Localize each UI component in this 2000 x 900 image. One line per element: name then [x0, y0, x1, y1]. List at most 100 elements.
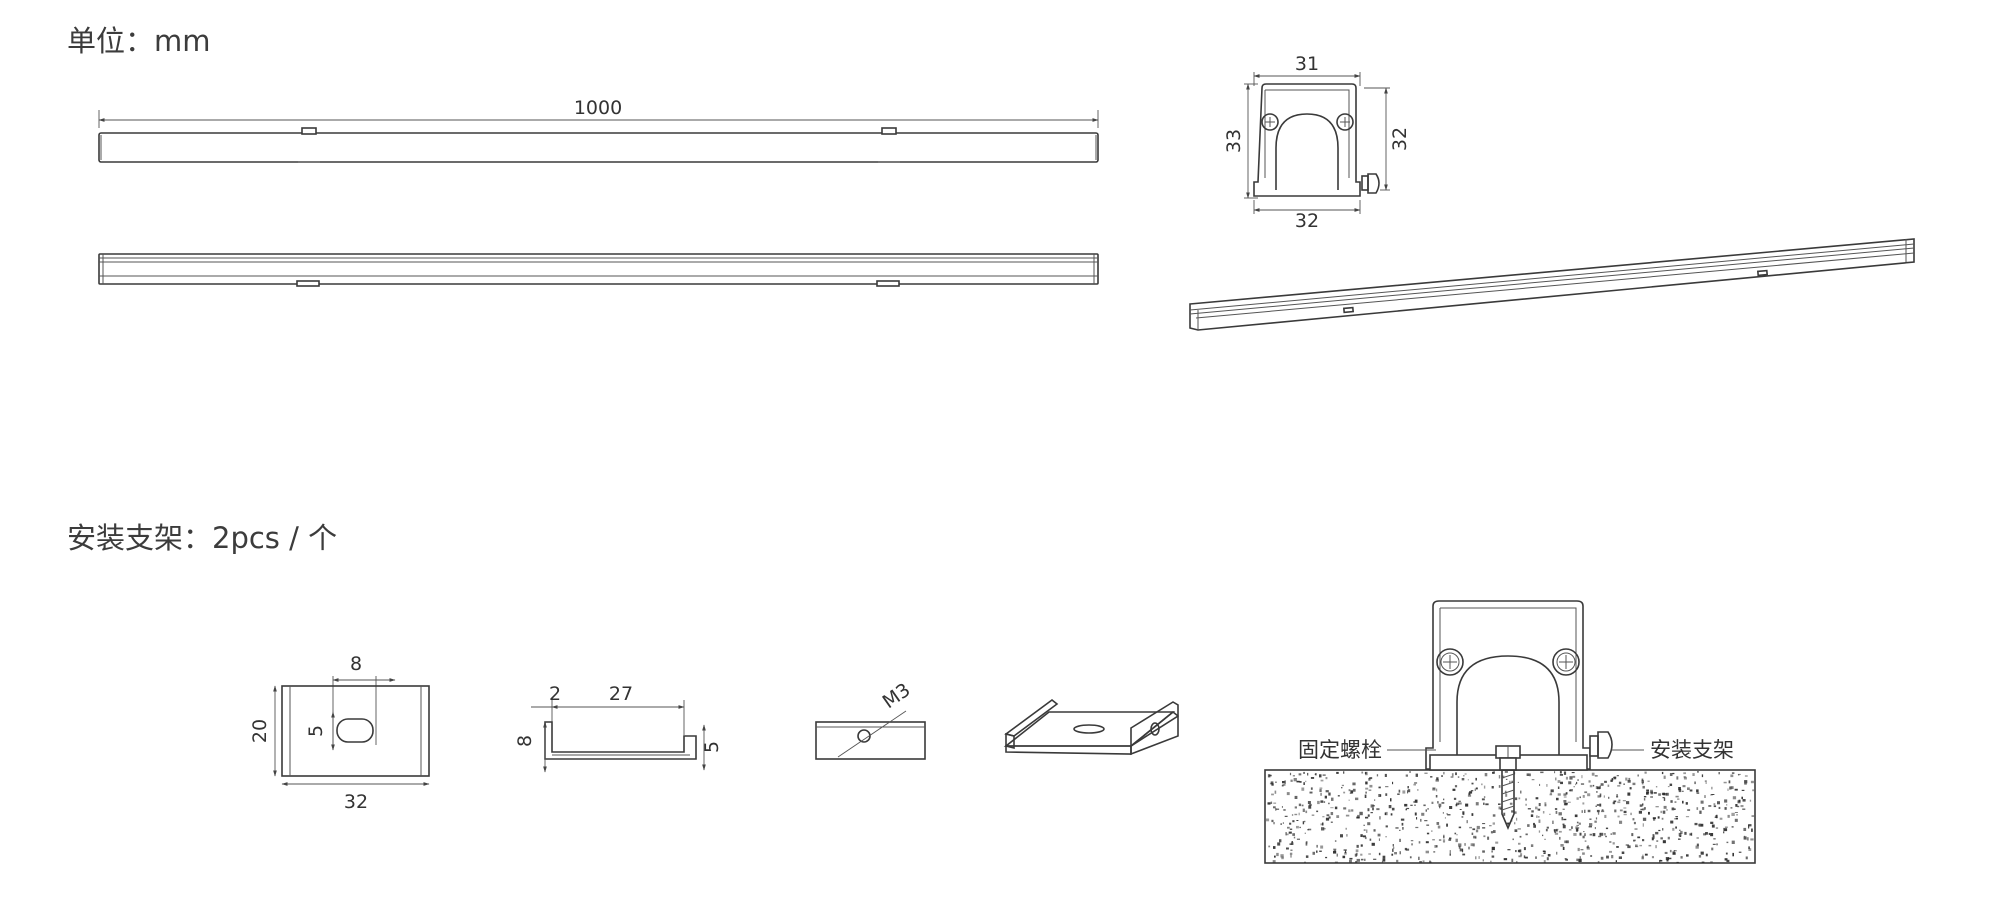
- concrete-speck: [1596, 809, 1600, 813]
- concrete-speck: [1491, 786, 1494, 789]
- concrete-speck: [1355, 852, 1358, 856]
- concrete-speck: [1648, 811, 1650, 815]
- concrete-speck: [1286, 847, 1289, 850]
- concrete-speck: [1298, 803, 1302, 807]
- concrete-speck: [1666, 858, 1669, 862]
- concrete-speck: [1518, 842, 1521, 845]
- concrete-speck: [1663, 775, 1666, 779]
- concrete-speck: [1641, 782, 1644, 785]
- concrete-speck: [1598, 835, 1602, 838]
- concrete-speck: [1429, 860, 1431, 863]
- concrete-speck: [1421, 812, 1425, 816]
- concrete-speck: [1642, 803, 1644, 806]
- concrete-speck: [1573, 786, 1575, 788]
- concrete-speck: [1575, 826, 1578, 830]
- concrete-speck: [1678, 832, 1682, 837]
- concrete-speck: [1731, 812, 1735, 816]
- concrete-speck: [1619, 820, 1623, 824]
- concrete-speck: [1309, 803, 1312, 806]
- concrete-speck: [1556, 797, 1559, 801]
- concrete-speck: [1623, 807, 1627, 809]
- concrete-speck: [1577, 827, 1580, 829]
- concrete-speck: [1716, 814, 1718, 819]
- concrete-speck: [1658, 829, 1661, 832]
- concrete-speck: [1724, 799, 1728, 803]
- concrete-speck: [1289, 828, 1293, 830]
- concrete-speck: [1266, 818, 1270, 822]
- concrete-speck: [1298, 812, 1300, 816]
- concrete-speck: [1533, 822, 1535, 825]
- concrete-speck: [1392, 844, 1394, 847]
- concrete-speck: [1650, 796, 1653, 798]
- concrete-speck: [1422, 860, 1425, 863]
- concrete-speck: [1483, 835, 1486, 838]
- concrete-speck: [1436, 822, 1440, 825]
- concrete-speck: [1582, 852, 1585, 855]
- concrete-speck: [1468, 792, 1471, 796]
- concrete-speck: [1600, 856, 1604, 860]
- concrete-speck: [1723, 831, 1725, 834]
- concrete-speck: [1426, 824, 1430, 826]
- concrete-speck: [1641, 778, 1644, 782]
- concrete-speck: [1314, 773, 1316, 775]
- concrete-speck: [1283, 809, 1286, 811]
- concrete-speck: [1330, 807, 1334, 809]
- concrete-speck: [1594, 827, 1596, 830]
- bracket-profile-width: 27: [609, 683, 633, 705]
- concrete-speck: [1323, 828, 1326, 830]
- concrete-speck: [1441, 802, 1445, 804]
- concrete-speck: [1355, 849, 1359, 852]
- concrete-speck: [1527, 824, 1530, 827]
- concrete-speck: [1642, 823, 1644, 827]
- concrete-speck: [1554, 771, 1556, 774]
- bracket-heading: 安装支架：2pcs / 个: [67, 521, 338, 555]
- concrete-speck: [1342, 855, 1346, 859]
- concrete-speck: [1336, 771, 1339, 774]
- concrete-speck: [1725, 852, 1728, 855]
- concrete-speck: [1345, 827, 1347, 830]
- concrete-speck: [1356, 858, 1360, 862]
- concrete-speck: [1285, 832, 1287, 836]
- concrete-speck: [1603, 795, 1605, 798]
- concrete-speck: [1726, 804, 1728, 806]
- concrete-speck: [1506, 822, 1510, 824]
- concrete-speck: [1293, 778, 1297, 782]
- concrete-speck: [1580, 783, 1585, 785]
- concrete-speck: [1608, 796, 1610, 799]
- concrete-speck: [1731, 772, 1735, 774]
- concrete-speck: [1411, 843, 1413, 846]
- concrete-speck: [1317, 800, 1320, 805]
- concrete-speck: [1432, 839, 1435, 841]
- concrete-speck: [1273, 806, 1276, 809]
- concrete-speck: [1672, 827, 1675, 831]
- concrete-speck: [1646, 791, 1649, 795]
- concrete-speck: [1599, 832, 1604, 836]
- concrete-speck: [1717, 801, 1720, 805]
- concrete-speck: [1437, 825, 1441, 829]
- concrete-speck: [1559, 774, 1563, 776]
- concrete-speck: [1505, 793, 1508, 797]
- concrete-speck: [1557, 786, 1560, 789]
- concrete-speck: [1343, 791, 1346, 794]
- concrete-speck: [1538, 803, 1541, 807]
- concrete-speck: [1286, 833, 1289, 836]
- concrete-speck: [1425, 809, 1427, 812]
- concrete-speck: [1517, 781, 1519, 783]
- concrete-speck: [1523, 855, 1526, 859]
- concrete-speck: [1525, 803, 1527, 806]
- concrete-speck: [1605, 827, 1609, 830]
- concrete-speck: [1360, 858, 1364, 861]
- concrete-speck: [1655, 845, 1657, 849]
- concrete-speck: [1599, 785, 1601, 789]
- concrete-speck: [1581, 775, 1583, 779]
- concrete-speck: [1684, 831, 1687, 835]
- concrete-speck: [1674, 808, 1676, 810]
- concrete-speck: [1744, 775, 1748, 777]
- concrete-speck: [1442, 812, 1444, 814]
- concrete-speck: [1526, 773, 1530, 776]
- bracket-height: 20: [249, 719, 271, 743]
- concrete-speck: [1542, 834, 1544, 837]
- concrete-speck: [1697, 771, 1699, 773]
- concrete-speck: [1400, 818, 1405, 821]
- concrete-speck: [1459, 848, 1464, 852]
